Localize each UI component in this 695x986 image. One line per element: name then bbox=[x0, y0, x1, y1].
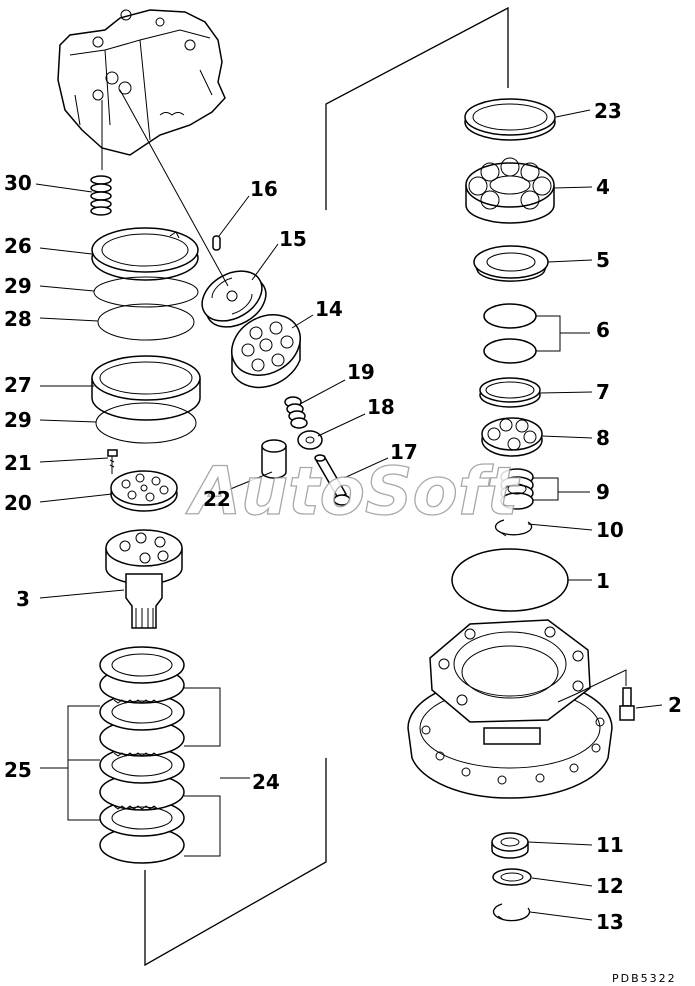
callout-27: 27 bbox=[4, 373, 32, 397]
callout-26: 26 bbox=[4, 234, 32, 258]
part-4-bearing bbox=[465, 157, 555, 224]
callout-5: 5 bbox=[596, 248, 610, 272]
part-7-ring bbox=[479, 377, 541, 408]
part-17-rod bbox=[314, 454, 351, 506]
part-10-snap-ring bbox=[494, 519, 533, 537]
callout-3: 3 bbox=[16, 587, 30, 611]
callout-21: 21 bbox=[4, 451, 32, 475]
part-11-nut bbox=[491, 832, 529, 859]
callout-18: 18 bbox=[367, 395, 395, 419]
part-22-piston bbox=[261, 439, 287, 479]
callout-29-lower: 29 bbox=[4, 408, 32, 432]
part-6-shims bbox=[483, 303, 537, 364]
callout-20: 20 bbox=[4, 491, 32, 515]
callout-labels: 30 26 29 28 27 29 21 20 3 25 24 16 15 14… bbox=[4, 99, 682, 934]
callout-13: 13 bbox=[596, 910, 624, 934]
part-29-ring-lower bbox=[95, 402, 197, 444]
callout-9: 9 bbox=[596, 480, 610, 504]
callout-11: 11 bbox=[596, 833, 624, 857]
callout-6: 6 bbox=[596, 318, 610, 342]
part-1-o-ring bbox=[451, 548, 569, 612]
callout-19: 19 bbox=[347, 360, 375, 384]
part-23-seal bbox=[464, 98, 556, 141]
part-27-collar bbox=[91, 355, 201, 421]
part-20-carrier-plate bbox=[110, 470, 178, 512]
callout-30: 30 bbox=[4, 171, 32, 195]
callout-7: 7 bbox=[596, 380, 610, 404]
part-14-cylinder-block bbox=[231, 314, 301, 389]
part-21-bolt bbox=[107, 449, 118, 474]
callout-1: 1 bbox=[596, 569, 610, 593]
leader-lines bbox=[35, 89, 663, 921]
callout-8: 8 bbox=[596, 426, 610, 450]
watermark: AutoSoft bbox=[185, 453, 521, 530]
callout-25: 25 bbox=[4, 758, 32, 782]
part-13-snap-ring bbox=[492, 903, 531, 922]
callout-16: 16 bbox=[250, 177, 278, 201]
part-2-bolt bbox=[619, 687, 635, 721]
callout-29-upper: 29 bbox=[4, 274, 32, 298]
callout-22: 22 bbox=[203, 487, 231, 511]
callout-17: 17 bbox=[390, 440, 418, 464]
callout-14: 14 bbox=[315, 297, 343, 321]
callout-23: 23 bbox=[594, 99, 622, 123]
part-19-spring bbox=[284, 396, 308, 429]
part-9-springs bbox=[500, 468, 534, 510]
callout-10: 10 bbox=[596, 518, 624, 542]
part-housing bbox=[407, 619, 613, 799]
callout-28: 28 bbox=[4, 307, 32, 331]
callout-2: 2 bbox=[668, 693, 682, 717]
callout-4: 4 bbox=[596, 175, 610, 199]
part-18-washer bbox=[297, 430, 323, 450]
part-30-spring bbox=[90, 175, 112, 216]
part-15-valve-plate bbox=[201, 270, 267, 328]
part-motor-case bbox=[57, 9, 226, 156]
part-26-retainer bbox=[91, 227, 199, 281]
part-29-ring-upper bbox=[93, 276, 199, 308]
part-3-shaft bbox=[105, 529, 183, 629]
assembly-guide-lines bbox=[144, 6, 509, 967]
callout-12: 12 bbox=[596, 874, 624, 898]
part-25-24-plate-stack bbox=[99, 646, 185, 864]
part-16-pin bbox=[212, 235, 221, 251]
part-8-spider bbox=[481, 417, 543, 457]
part-28-ring bbox=[97, 303, 195, 341]
part-12-washer bbox=[492, 868, 532, 886]
part-5-bearing-cone bbox=[473, 245, 549, 282]
callout-24: 24 bbox=[252, 770, 280, 794]
callout-15: 15 bbox=[279, 227, 307, 251]
drawing-reference: PDB5322 bbox=[612, 972, 677, 985]
